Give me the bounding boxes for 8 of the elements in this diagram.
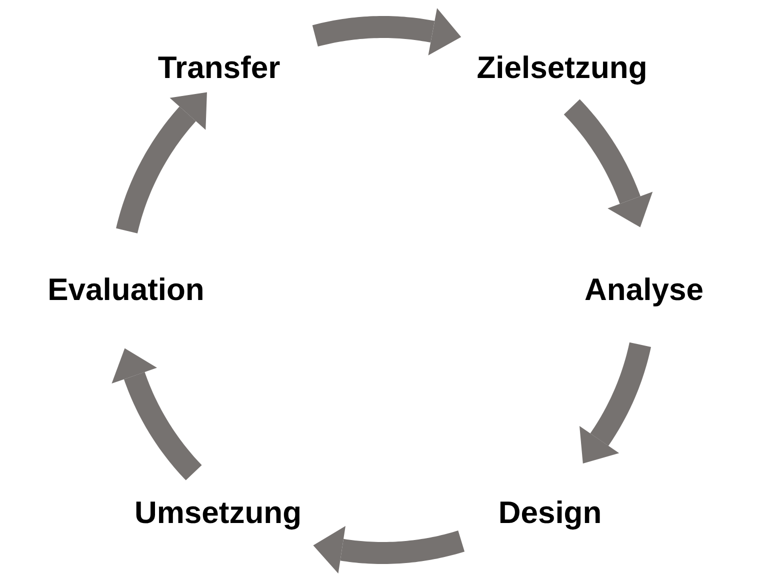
- step-label: Umsetzung: [134, 496, 302, 530]
- curved-arrow: [562, 98, 653, 228]
- step-label: Evaluation: [48, 272, 204, 308]
- curved-arrow: [112, 348, 203, 482]
- step-label: Design: [498, 496, 602, 530]
- step-label: Transfer: [158, 50, 280, 86]
- step-label: Zielsetzung: [476, 50, 648, 86]
- step-label: Analyse: [584, 272, 704, 308]
